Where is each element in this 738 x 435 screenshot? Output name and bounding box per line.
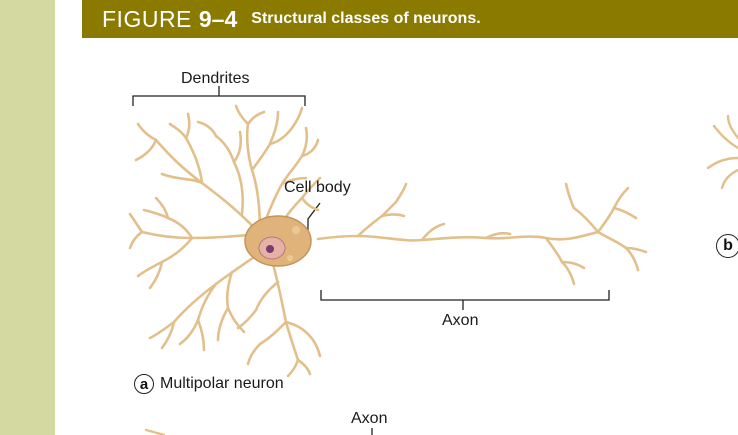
partial-neuron-b <box>706 114 738 190</box>
nucleolus <box>266 245 274 253</box>
neuron-figure: Dendrites Cell body Axon Axon a Multipol… <box>82 38 738 435</box>
axon-label: Axon <box>442 312 479 329</box>
axon <box>316 182 648 286</box>
neuron-illustration <box>128 86 738 435</box>
figure-number: 9–4 <box>198 5 238 32</box>
caption-a-letter: a <box>134 374 154 394</box>
axon-bracket <box>320 290 610 301</box>
axon-label-bottom: Axon <box>351 410 388 427</box>
sidebar-strip <box>0 0 55 435</box>
page-gutter <box>55 0 82 435</box>
figure-title: Structural classes of neurons. <box>251 10 481 27</box>
dendrites-bracket <box>132 95 306 106</box>
partial-neuron-bottom <box>144 428 166 435</box>
caption-a-text: Multipolar neuron <box>160 375 284 392</box>
caption-b: b <box>716 234 738 258</box>
cell-body-label: Cell body <box>284 179 351 196</box>
caption-b-letter: b <box>716 234 738 258</box>
dendrites <box>128 104 322 378</box>
figure-word: FIGURE <box>102 5 192 32</box>
figure-header: FIGURE 9–4 Structural classes of neurons… <box>82 0 738 38</box>
dendrites-label: Dendrites <box>181 70 250 87</box>
caption-a: a Multipolar neuron <box>134 374 284 394</box>
